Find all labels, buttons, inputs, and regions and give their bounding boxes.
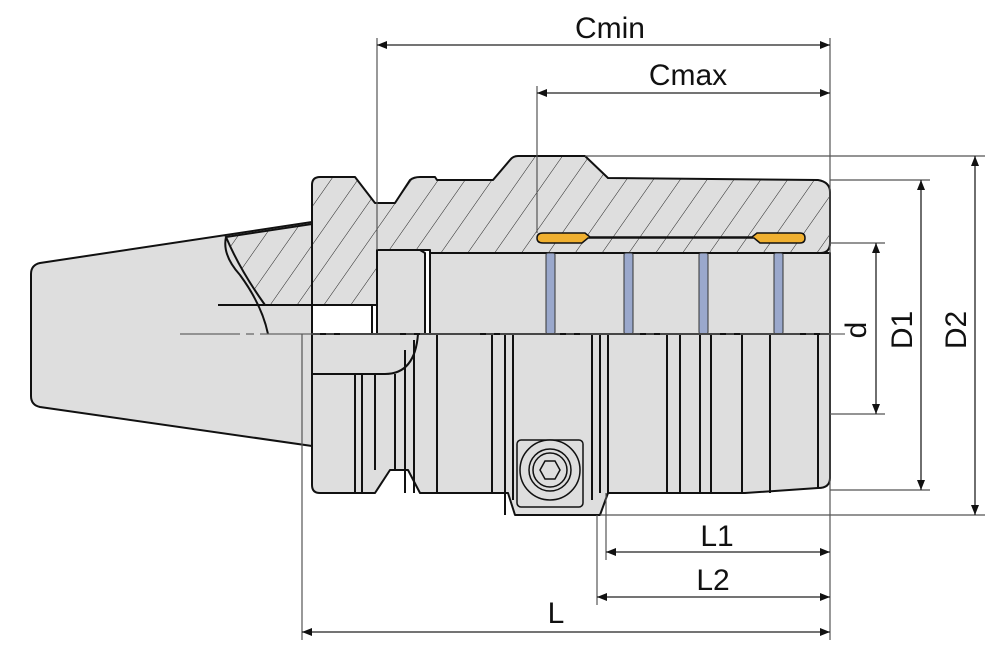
pin xyxy=(545,252,556,335)
set-screw xyxy=(516,439,584,508)
pins xyxy=(545,252,784,335)
label-l: L xyxy=(548,597,565,630)
label-d2: D2 xyxy=(940,311,973,349)
label-cmin: Cmin xyxy=(575,12,645,45)
label-l1: L1 xyxy=(700,520,733,553)
pin xyxy=(623,252,634,335)
body-upper-section xyxy=(311,155,831,306)
label-d1: D1 xyxy=(886,311,919,349)
label-l2: L2 xyxy=(696,564,729,597)
label-d: d xyxy=(840,322,873,339)
label-cmax: Cmax xyxy=(649,59,727,92)
lower-grooves xyxy=(354,334,819,515)
pin xyxy=(698,252,709,335)
pin xyxy=(773,252,784,335)
hex-socket-icon xyxy=(539,460,561,480)
coolant-slot xyxy=(536,232,806,244)
